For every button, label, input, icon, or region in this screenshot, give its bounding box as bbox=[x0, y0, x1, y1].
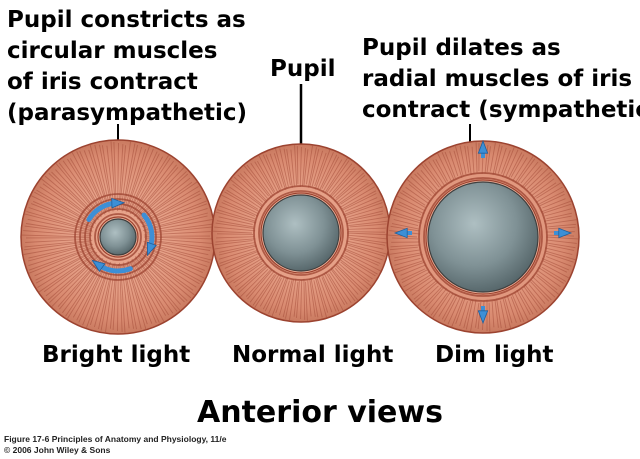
pupil bbox=[99, 218, 137, 256]
constriction-caption-line: (parasympathetic) bbox=[7, 100, 247, 126]
dilation-arrow-head bbox=[477, 139, 489, 154]
constriction-caption-line: Pupil constricts as bbox=[7, 7, 246, 33]
dilation-caption: Pupil dilates as radial muscles of iris … bbox=[362, 33, 640, 126]
dilation-caption-line: radial muscles of iris bbox=[362, 66, 633, 92]
iris-normal-light bbox=[211, 143, 391, 323]
iris-bright-light bbox=[20, 139, 216, 335]
circular-muscle-ring bbox=[253, 185, 349, 281]
figure-credit-line: Figure 17-6 Principles of Anatomy and Ph… bbox=[4, 434, 227, 444]
constriction-caption: Pupil constricts as circular muscles of … bbox=[7, 5, 247, 129]
figure-credit: Figure 17-6 Principles of Anatomy and Ph… bbox=[4, 434, 226, 456]
constriction-arrow-head bbox=[91, 259, 106, 273]
circular-muscle-ring bbox=[79, 198, 157, 276]
circular-muscle-ring bbox=[418, 172, 548, 302]
circular-muscle-ring bbox=[258, 190, 344, 276]
constriction-caption-line: of iris contract bbox=[7, 69, 198, 95]
circular-muscle-ring bbox=[74, 193, 162, 281]
dilation-arrow-head bbox=[558, 227, 573, 239]
constriction-arrow-head bbox=[111, 197, 126, 209]
anterior-views-title: Anterior views bbox=[197, 395, 443, 430]
constriction-arrow-head bbox=[146, 241, 157, 257]
dilation-caption-line: contract (sympathetic) bbox=[362, 97, 640, 123]
circular-muscle-ring bbox=[94, 213, 142, 261]
bright-light-label: Bright light bbox=[42, 342, 191, 368]
dim-light-label: Dim light bbox=[435, 342, 554, 368]
dilation-arrow-head bbox=[393, 227, 408, 239]
pupil bbox=[262, 194, 340, 272]
circular-muscle-ring bbox=[423, 177, 543, 297]
dilation-caption-line: Pupil dilates as bbox=[362, 35, 561, 61]
radial-muscle-fibers bbox=[387, 142, 579, 332]
constriction-caption-line: circular muscles bbox=[7, 38, 218, 64]
iris-dim-light bbox=[386, 139, 580, 334]
dilation-arrow-head bbox=[477, 310, 489, 325]
figure-credit-line: © 2006 John Wiley & Sons bbox=[4, 445, 111, 455]
radial-muscle-fibers bbox=[212, 145, 390, 321]
pupil bbox=[427, 181, 539, 293]
pupil-caption: Pupil bbox=[270, 56, 336, 82]
normal-light-label: Normal light bbox=[232, 342, 394, 368]
circular-muscle-ring bbox=[89, 208, 147, 266]
